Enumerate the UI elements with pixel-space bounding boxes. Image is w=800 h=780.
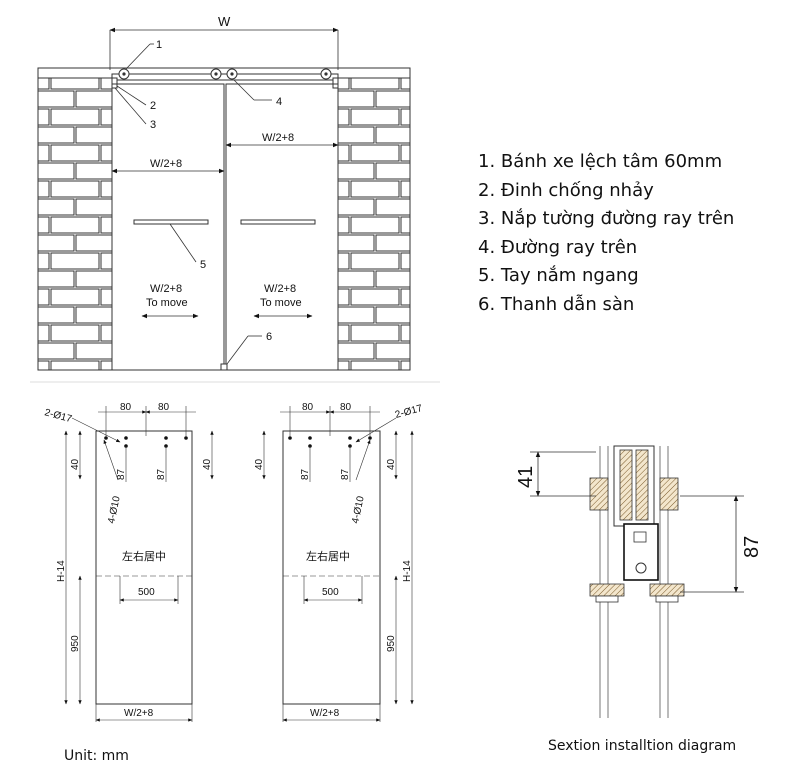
bottom-clamp bbox=[649, 583, 685, 597]
right-brick-wall bbox=[337, 77, 411, 371]
callout-6: 6 bbox=[266, 331, 272, 343]
hole-icon bbox=[184, 436, 188, 440]
handle-width-label: 500 bbox=[138, 587, 155, 598]
top-rail bbox=[111, 73, 339, 81]
dim-40-right: 40 bbox=[202, 458, 213, 470]
legend-item-5: 5. Tay nắm ngang bbox=[478, 265, 639, 287]
hole-icon bbox=[348, 436, 352, 440]
anti-jump-stopper bbox=[332, 77, 339, 89]
glass-panel-outline bbox=[282, 430, 381, 705]
height-label: H-14 bbox=[56, 560, 67, 582]
dim-80-right: 80 bbox=[158, 402, 170, 413]
hole-icon bbox=[288, 436, 292, 440]
legend-item-1: 1. Bánh xe lệch tâm 60mm bbox=[478, 151, 723, 172]
handle-height-label: 950 bbox=[70, 635, 81, 652]
right-move-text: To move bbox=[260, 297, 302, 309]
wheel-clamp bbox=[589, 477, 609, 511]
dim-87-left: 87 bbox=[116, 468, 127, 480]
horizontal-handle bbox=[240, 219, 316, 225]
legend-list: 1. Bánh xe lệch tâm 60mm 2. Đinh chống n… bbox=[478, 148, 734, 320]
hole-icon bbox=[368, 436, 372, 440]
hole-large-label: 2-Ø17 bbox=[43, 407, 73, 425]
left-panel-width-label: W/2+8 bbox=[150, 158, 182, 170]
legend-item-2: 2. Đinh chống nhảy bbox=[478, 179, 654, 201]
height-label: H-14 bbox=[402, 560, 413, 582]
right-move-distance: W/2+8 bbox=[264, 283, 296, 295]
unit-label: Unit: mm bbox=[64, 748, 129, 764]
left-brick-wall bbox=[37, 77, 113, 371]
width-label: W bbox=[218, 14, 231, 29]
panel-width-label: W/2+8 bbox=[124, 708, 154, 719]
right-glass-panel bbox=[225, 83, 339, 371]
callout-3: 3 bbox=[150, 119, 156, 131]
dim-87-left: 87 bbox=[300, 468, 311, 480]
anti-jump-stopper bbox=[111, 77, 118, 89]
horizontal-handle bbox=[133, 219, 209, 225]
center-note: 左右居中 bbox=[122, 549, 166, 563]
wheel-clamp bbox=[659, 477, 679, 511]
legend-item-6: 6. Thanh dẫn sàn bbox=[478, 293, 635, 315]
hole-icon bbox=[124, 436, 128, 440]
hole-icon bbox=[164, 436, 168, 440]
section-diagram: 41 87 bbox=[515, 445, 763, 718]
callout-2: 2 bbox=[150, 100, 156, 112]
hole-small-label: 4-Ø10 bbox=[350, 495, 367, 525]
legend-item-3: 3. Nắp tường đường ray trên bbox=[478, 208, 735, 230]
handle-height-label: 950 bbox=[386, 635, 397, 652]
glass-panel-outline bbox=[95, 430, 193, 705]
hole-large-label: 2-Ø17 bbox=[394, 403, 424, 421]
front-view: W W/2+8 W/2+8 W/2+8 To move W/2+8 To mov… bbox=[37, 14, 411, 371]
dim-41-label: 41 bbox=[515, 466, 537, 488]
dim-80-left: 80 bbox=[302, 402, 314, 413]
callout-1: 1 bbox=[156, 39, 162, 51]
dim-87-right: 87 bbox=[340, 468, 351, 480]
dim-80-left: 80 bbox=[120, 402, 132, 413]
panel-drawing-right: 80 80 2-Ø17 4-Ø10 40 40 87 87 左右居中 500 H… bbox=[254, 402, 424, 722]
panel-drawing-left: 80 80 2-Ø17 4-Ø10 40 40 87 87 左右居中 500 H… bbox=[43, 402, 214, 722]
handle-width-label: 500 bbox=[322, 587, 339, 598]
panel-width-label: W/2+8 bbox=[310, 708, 340, 719]
hole-icon bbox=[104, 436, 108, 440]
floor-guide bbox=[220, 363, 228, 371]
hole-icon bbox=[308, 436, 312, 440]
left-move-distance: W/2+8 bbox=[150, 283, 182, 295]
dim-87-right: 87 bbox=[156, 468, 167, 480]
legend-item-4: 4. Đường ray trên bbox=[478, 236, 638, 258]
bottom-clamp bbox=[589, 583, 625, 597]
left-glass-panel bbox=[111, 83, 225, 371]
section-title: Sextion installtion diagram bbox=[548, 738, 737, 754]
dim-40-left: 40 bbox=[254, 458, 265, 470]
dim-80-right: 80 bbox=[340, 402, 352, 413]
dim-40-right: 40 bbox=[386, 458, 397, 470]
callout-5: 5 bbox=[200, 259, 206, 271]
center-note: 左右居中 bbox=[306, 549, 350, 563]
callout-4: 4 bbox=[276, 96, 282, 108]
right-panel-width-label: W/2+8 bbox=[262, 132, 294, 144]
dim-40-left: 40 bbox=[70, 458, 81, 470]
roller-wheel-icon bbox=[635, 562, 647, 574]
dim-87-label: 87 bbox=[741, 536, 763, 558]
hole-small-label: 4-Ø10 bbox=[106, 495, 123, 525]
left-move-text: To move bbox=[146, 297, 188, 309]
